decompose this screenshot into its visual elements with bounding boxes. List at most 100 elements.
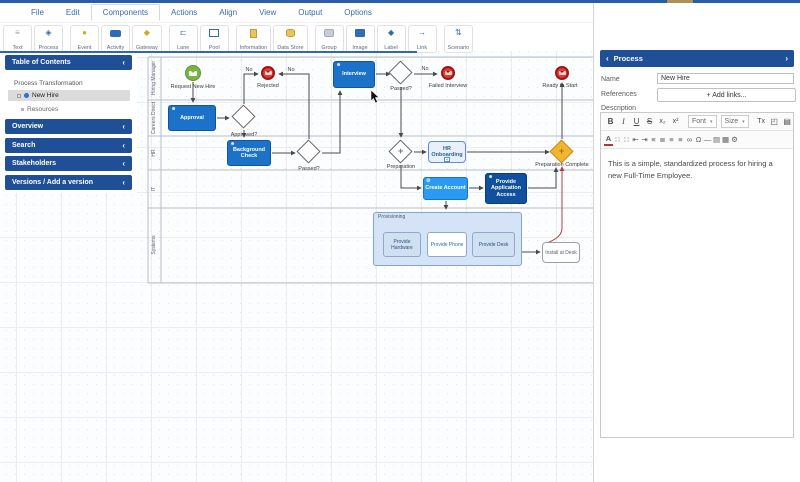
add-links-button[interactable]: + Add links... xyxy=(657,88,796,102)
toolbar-button-activity[interactable]: Activity xyxy=(101,25,130,53)
editor-format-icon[interactable]: ≡ xyxy=(667,134,676,146)
activity-interview[interactable]: ☻ Interview xyxy=(333,61,375,88)
menu-view[interactable]: View xyxy=(248,5,287,20)
editor-format-icon[interactable]: ∞ xyxy=(685,134,694,146)
toolbar-button-event[interactable]: ● Event xyxy=(70,25,99,53)
toolbar-button-data-store[interactable]: Data Store xyxy=(273,25,307,53)
editor-format-icon[interactable]: ⇥ xyxy=(640,134,649,146)
sidebar-header-search[interactable]: Search ‹ xyxy=(5,138,132,153)
gateway-approved-label: Approved? xyxy=(220,132,268,138)
editor-format-icon[interactable]: ∷ xyxy=(622,134,631,146)
activity-label: Interview xyxy=(342,71,366,77)
bold-icon[interactable]: B xyxy=(605,116,616,128)
group-icon xyxy=(324,29,334,37)
toolbar-button-scenario[interactable]: ⇅ Scenario xyxy=(444,25,474,53)
collapse-chevron-icon[interactable]: ‹ xyxy=(122,179,125,187)
name-label: Name xyxy=(601,76,620,83)
gear-icon: ⚙ xyxy=(426,178,430,185)
toolbar-button-pool[interactable]: Pool xyxy=(200,25,229,53)
source-view-icon[interactable]: ▤ xyxy=(782,116,793,128)
tree-item-resources[interactable]: Resources xyxy=(21,106,58,113)
description-text[interactable]: This is a simple, standardized process f… xyxy=(601,149,793,191)
activity-approval[interactable]: ☻ Approval xyxy=(168,105,216,131)
flow-label-no: No xyxy=(287,67,294,73)
activity-background-check[interactable]: ☻ Background Check xyxy=(227,140,271,166)
toolbar-button-process[interactable]: ◈ Process xyxy=(34,25,63,53)
sidebar-header-table-of-contents[interactable]: Table of Contents ‹ xyxy=(5,55,132,70)
editor-format-icon[interactable]: ▦ xyxy=(721,134,730,146)
task-install-at-desk[interactable]: Install at Desk xyxy=(542,242,580,263)
activity-create-account[interactable]: ⚙ Create Account xyxy=(423,177,468,200)
strikethrough-icon[interactable]: S xyxy=(644,116,655,128)
fullscreen-icon[interactable]: ◰ xyxy=(769,116,780,128)
gateway-icon: ◆ xyxy=(144,28,150,38)
end-event-ready-to-start[interactable] xyxy=(555,66,569,80)
data-store-icon xyxy=(286,29,295,37)
gateway-prep-complete-label: Preparation Complete xyxy=(526,162,593,168)
toolbar-button-link[interactable]: → Link xyxy=(408,25,437,53)
superscript-icon[interactable]: x² xyxy=(670,116,681,128)
menu-components[interactable]: Components xyxy=(91,4,160,21)
end-event-failed-interview[interactable] xyxy=(441,66,455,80)
font-select[interactable]: Font xyxy=(688,115,717,128)
flow-label-no: No xyxy=(421,66,428,72)
sidebar-header-stakeholders[interactable]: Stakeholders ‹ xyxy=(5,156,132,171)
menu-output[interactable]: Output xyxy=(287,5,333,20)
sidebar-header-overview[interactable]: Overview ‹ xyxy=(5,119,132,134)
back-chevron-icon[interactable]: ‹ xyxy=(606,55,609,63)
activity-provide-application-access[interactable]: ☻ Provide Application Access xyxy=(485,173,527,204)
task-provide-hardware[interactable]: Provide Hardware xyxy=(383,232,421,257)
editor-format-icon[interactable]: ≡ xyxy=(649,134,658,146)
lane-label-systems[interactable]: Systems xyxy=(149,215,159,275)
editor-format-icon[interactable]: ⇤ xyxy=(631,134,640,146)
task-provide-phone[interactable]: Provide Phone xyxy=(427,232,467,257)
toolbar-button-lane[interactable]: ⊏ Lane xyxy=(169,25,198,53)
toolbar-button-text[interactable]: ≡ Text xyxy=(3,25,32,53)
italic-icon[interactable]: I xyxy=(618,116,629,128)
clear-formatting-icon[interactable]: Tx xyxy=(756,116,767,128)
expand-box-icon[interactable] xyxy=(17,94,21,98)
tree-item-new-hire-selected[interactable]: New Hire xyxy=(8,90,130,101)
menu-edit[interactable]: Edit xyxy=(55,5,91,20)
editor-format-icon[interactable]: — xyxy=(703,134,712,146)
editor-format-icon[interactable]: ▤ xyxy=(712,134,721,146)
menu-align[interactable]: Align xyxy=(208,5,248,20)
menu-actions[interactable]: Actions xyxy=(160,5,208,20)
collapse-chevron-icon[interactable]: ‹ xyxy=(122,59,125,67)
editor-format-icon[interactable]: A xyxy=(604,133,613,146)
editor-format-icon[interactable]: Ω xyxy=(694,134,703,146)
collapse-chevron-icon[interactable]: ‹ xyxy=(122,160,125,168)
underline-icon[interactable]: U xyxy=(631,116,642,128)
toolbar-button-image[interactable]: Image xyxy=(346,25,375,53)
parallel-gateway-icon: + xyxy=(559,147,564,156)
toolbar-button-gateway[interactable]: ◆ Gateway xyxy=(132,25,162,53)
size-select[interactable]: Size xyxy=(721,115,749,128)
end-event-rejected[interactable] xyxy=(261,66,275,80)
group-provisioning[interactable]: Provisioning Provide Hardware Provide Ph… xyxy=(373,212,522,266)
collapse-chevron-icon[interactable]: ‹ xyxy=(122,142,125,150)
editor-format-icon[interactable]: ≣ xyxy=(658,134,667,146)
activity-icon xyxy=(110,30,121,37)
menu-options[interactable]: Options xyxy=(333,5,383,20)
editor-format-icon[interactable]: ⚙ xyxy=(730,134,739,146)
toolbar-button-information[interactable]: Information xyxy=(236,25,272,53)
activity-hr-onboarding[interactable]: HR Onboarding + xyxy=(428,141,466,163)
sidebar-header-versions[interactable]: Versions / Add a version ‹ xyxy=(5,175,132,190)
task-provide-desk[interactable]: Provide Desk xyxy=(472,232,515,257)
toolbar-button-label[interactable]: ◆ Label xyxy=(377,25,406,53)
start-event-request-new-hire[interactable] xyxy=(185,65,201,81)
panel-header-process[interactable]: ‹ Process › xyxy=(600,50,794,67)
editor-format-icon[interactable]: ∷ xyxy=(613,134,622,146)
top-accent-bar xyxy=(0,0,800,3)
collapse-chevron-icon[interactable]: ‹ xyxy=(122,123,125,131)
forward-chevron-icon[interactable]: › xyxy=(785,55,788,63)
lane-label-it[interactable]: IT xyxy=(149,159,159,219)
toolbar-button-group[interactable]: Group xyxy=(315,25,344,53)
person-icon: ☻ xyxy=(230,141,235,148)
menu-file[interactable]: File xyxy=(20,5,55,20)
subscript-icon[interactable]: x₂ xyxy=(657,116,668,128)
name-input[interactable] xyxy=(657,73,794,84)
label-tag-icon: ◆ xyxy=(388,28,394,38)
editor-format-icon[interactable]: ≡ xyxy=(676,134,685,146)
tree-item-process-transformation[interactable]: Process Transformation xyxy=(14,80,83,87)
